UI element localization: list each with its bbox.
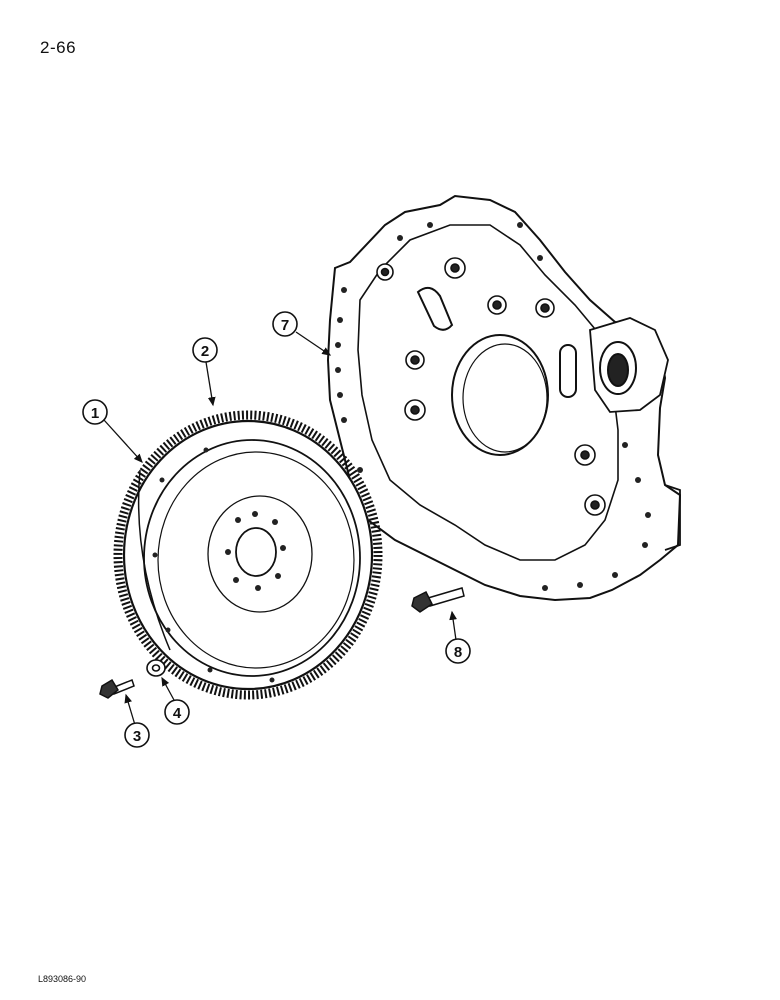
svg-text:7: 7 bbox=[281, 317, 289, 334]
flywheel-housing bbox=[326, 194, 682, 602]
callout-7: 7 bbox=[272, 311, 298, 337]
callout-2: 2 bbox=[192, 337, 218, 363]
svg-text:1: 1 bbox=[91, 405, 99, 422]
callout-3: 3 bbox=[124, 722, 150, 748]
callout-4: 4 bbox=[164, 699, 190, 725]
svg-text:8: 8 bbox=[454, 644, 462, 661]
leader-lines bbox=[103, 331, 457, 726]
page-number: 2-66 bbox=[40, 38, 77, 57]
washer-part-4 bbox=[146, 659, 166, 677]
flywheel bbox=[113, 410, 383, 700]
callout-1: 1 bbox=[82, 399, 108, 425]
callout-8: 8 bbox=[445, 638, 471, 664]
bolt-part-3 bbox=[99, 678, 135, 699]
svg-text:2: 2 bbox=[201, 343, 209, 360]
figure-code: L893086-90 bbox=[38, 974, 87, 984]
svg-text:3: 3 bbox=[133, 728, 141, 745]
svg-text:4: 4 bbox=[173, 705, 182, 722]
bolt-part-8 bbox=[411, 587, 465, 613]
